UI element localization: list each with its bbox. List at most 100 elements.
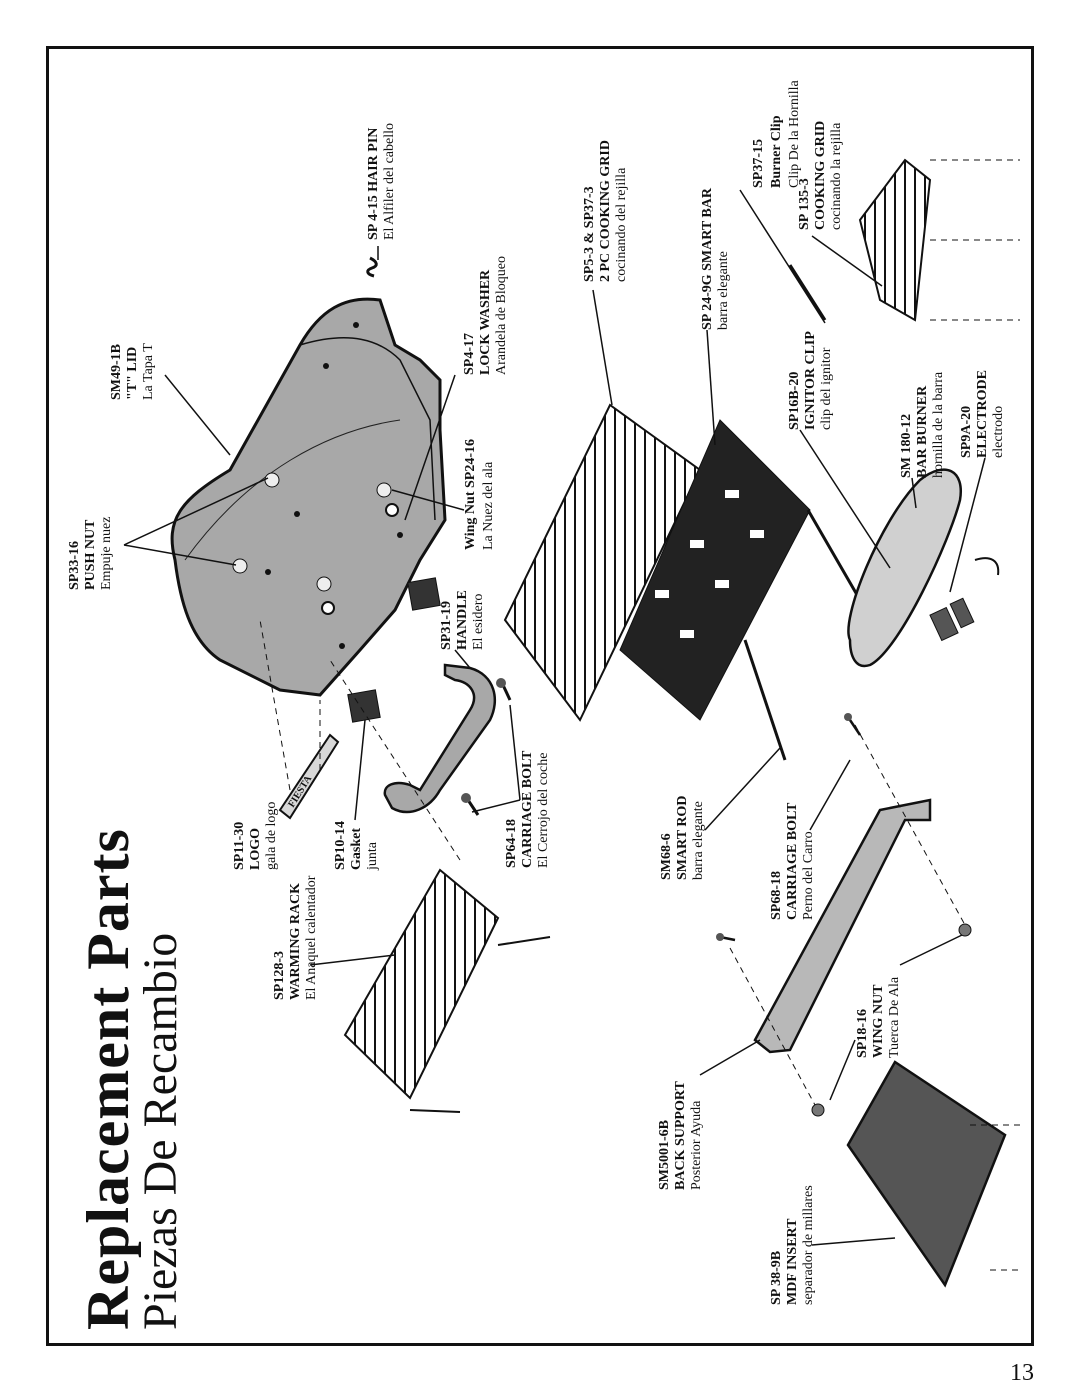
gasket-drawing-2	[347, 689, 381, 723]
svg-text:SM68-6: SM68-6	[659, 833, 674, 880]
svg-text:El Alfiler del cabello: El Alfiler del cabello	[382, 123, 397, 240]
svg-text:SP68-18: SP68-18	[769, 871, 784, 920]
label-smart-rod: SM68-6 SMART ROD barra elegante	[659, 796, 706, 880]
label-ignitor-clip: SP16B-20 IGNITOR CLIP clip del ignitor	[787, 331, 834, 430]
svg-text:Perno del Carro: Perno del Carro	[801, 831, 816, 920]
svg-text:separador de millares: separador de millares	[801, 1185, 816, 1305]
page-frame	[46, 46, 1034, 1346]
svg-text:barra elegante: barra elegante	[716, 251, 731, 330]
label-burner-clip: SP37-15 Burner Clip Clip De la Hornilla	[751, 80, 802, 188]
svg-text:CARRIAGE BOLT: CARRIAGE BOLT	[520, 750, 535, 868]
page-title: Replacement Parts	[75, 828, 141, 1330]
svg-text:MDF INSERT: MDF INSERT	[785, 1218, 800, 1305]
carriage-bolt-64-drawing	[461, 678, 512, 816]
svg-text:SM49-1B: SM49-1B	[109, 344, 124, 400]
svg-text:BAR BURNER: BAR BURNER	[915, 385, 930, 478]
svg-text:SP18-16: SP18-16	[855, 1009, 870, 1058]
svg-text:WING NUT: WING NUT	[871, 984, 886, 1058]
svg-text:El esidero: El esidero	[471, 594, 486, 650]
svg-text:Gasket: Gasket	[349, 828, 364, 870]
label-carriage-bolt-68: SP68-18 CARRIAGE BOLT Perno del Carro	[769, 802, 816, 920]
label-logo: SP11-30 LOGO gala de logo	[232, 802, 279, 870]
page-subtitle: Piezas De Recambio	[134, 933, 187, 1330]
svg-text:HANDLE: HANDLE	[455, 590, 470, 650]
label-lock-washer: SP4-17 LOCK WASHER Arandela de Bloqueo	[462, 256, 509, 375]
label-handle: SP31-19 HANDLE El esidero	[439, 590, 486, 650]
svg-text:COOKING GRID: COOKING GRID	[813, 121, 828, 230]
svg-text:SP37-15: SP37-15	[751, 139, 766, 188]
title-block: Replacement Parts Piezas De Recambio	[75, 828, 187, 1330]
svg-text:SP5-3 & SP37-3: SP5-3 & SP37-3	[582, 186, 597, 282]
burner-clip-drawing	[788, 264, 827, 321]
svg-text:"T" LID: "T" LID	[125, 347, 140, 400]
label-back-support: SM5001-6B BACK SUPPORT Posterior Ayuda	[657, 1081, 704, 1190]
svg-text:Posterior Ayuda: Posterior Ayuda	[689, 1100, 704, 1190]
bar-burner-drawing	[847, 468, 1000, 668]
svg-text:SP31-19: SP31-19	[439, 601, 454, 650]
svg-text:SP4-17: SP4-17	[462, 333, 477, 375]
svg-text:La Tapa T: La Tapa T	[141, 343, 156, 400]
svg-text:electrodo: electrodo	[991, 406, 1006, 458]
svg-text:El Anaquel calentador: El Anaquel calentador	[304, 875, 319, 1000]
label-bar-burner: SM 180-12 BAR BURNER hornilla de la barr…	[899, 371, 946, 478]
label-push-nut: SP33-16 PUSH NUT Empuje nuez	[67, 517, 114, 590]
svg-text:2 PC COOKING GRID: 2 PC COOKING GRID	[598, 140, 613, 282]
gasket-drawing-1	[407, 577, 441, 611]
svg-text:clip del ignitor: clip del ignitor	[819, 347, 834, 430]
svg-text:PUSH NUT: PUSH NUT	[83, 519, 98, 590]
smart-rod-drawing	[743, 639, 787, 761]
label-wing-nut-18: SP18-16 WING NUT Tuerca De Ala	[855, 976, 902, 1058]
svg-text:LOCK WASHER: LOCK WASHER	[478, 269, 493, 375]
svg-text:SP10-14: SP10-14	[333, 821, 348, 870]
svg-text:SP9A-20: SP9A-20	[959, 406, 974, 458]
label-wing-nut-lid: Wing Nut SP24-16 La Nuez del ala	[463, 439, 496, 550]
svg-text:cocinando la rejilla: cocinando la rejilla	[829, 122, 844, 230]
alignment-dashes	[259, 159, 1020, 1271]
svg-text:ELECTRODE: ELECTRODE	[975, 370, 990, 458]
svg-text:WARMING RACK: WARMING RACK	[288, 883, 303, 1000]
svg-text:hornilla de la barra: hornilla de la barra	[931, 371, 946, 478]
back-support-drawing	[753, 798, 932, 1054]
label-warming-rack: SP128-3 WARMING RACK El Anaquel calentad…	[272, 875, 319, 1000]
page-number: 13	[1010, 1360, 1034, 1386]
svg-text:SP 24-9G SMART BAR: SP 24-9G SMART BAR	[700, 187, 715, 330]
svg-text:Burner Clip: Burner Clip	[769, 115, 784, 188]
svg-text:El Cerrojo del coche: El Cerrojo del coche	[536, 753, 551, 868]
part-labels: SP 4-15 HAIR PIN El Alfiler del cabello …	[67, 80, 1006, 1305]
svg-text:BACK SUPPORT: BACK SUPPORT	[673, 1081, 688, 1190]
wing-nut-18-drawing	[811, 923, 972, 1117]
label-mdf-insert: SP 38-9B MDF INSERT separador de millare…	[769, 1185, 816, 1305]
hair-pin-drawing	[366, 256, 378, 278]
svg-text:Arandela de Bloqueo: Arandela de Bloqueo	[494, 256, 509, 375]
label-hairpin: SP 4-15 HAIR PIN El Alfiler del cabello	[366, 123, 397, 240]
svg-text:cocinando del rejilla: cocinando del rejilla	[614, 167, 629, 282]
t-lid-drawing	[170, 297, 447, 697]
svg-text:Tuerca De Ala: Tuerca De Ala	[887, 976, 902, 1058]
svg-text:SP 38-9B: SP 38-9B	[769, 1251, 784, 1305]
svg-text:Empuje nuez: Empuje nuez	[99, 517, 114, 590]
svg-text:LOGO: LOGO	[248, 828, 263, 870]
mdf-insert-drawing	[846, 1060, 1007, 1288]
label-t-lid: SM49-1B "T" LID La Tapa T	[109, 343, 156, 400]
svg-text:junta: junta	[365, 841, 380, 871]
svg-text:Wing Nut SP24-16: Wing Nut SP24-16	[463, 439, 478, 550]
svg-text:SP 4-15 HAIR PIN: SP 4-15 HAIR PIN	[366, 128, 381, 240]
svg-text:La Nuez del ala: La Nuez del ala	[481, 461, 496, 550]
svg-text:SP 135-3: SP 135-3	[797, 178, 812, 230]
svg-text:SP128-3: SP128-3	[272, 951, 287, 1000]
label-cooking-grid-2pc: SP5-3 & SP37-3 2 PC COOKING GRID cocinan…	[582, 140, 629, 282]
label-electrode: SP9A-20 ELECTRODE electrodo	[959, 370, 1006, 458]
smart-bar-drawing	[619, 419, 811, 721]
svg-text:SM5001-6B: SM5001-6B	[657, 1120, 672, 1190]
label-gasket: SP10-14 Gasket junta	[333, 821, 380, 871]
svg-text:SP64-18: SP64-18	[504, 819, 519, 868]
svg-text:IGNITOR CLIP: IGNITOR CLIP	[803, 331, 818, 430]
label-cooking-grid-135: SP 135-3 COOKING GRID cocinando la rejil…	[797, 121, 844, 230]
cooking-grid-135-drawing	[858, 158, 932, 322]
svg-text:Clip De la Hornilla: Clip De la Hornilla	[787, 80, 802, 188]
leader-lines	[123, 189, 986, 1246]
warming-rack-drawing	[343, 868, 551, 1113]
svg-text:gala de logo: gala de logo	[264, 802, 279, 870]
svg-text:CARRIAGE BOLT: CARRIAGE BOLT	[785, 802, 800, 920]
